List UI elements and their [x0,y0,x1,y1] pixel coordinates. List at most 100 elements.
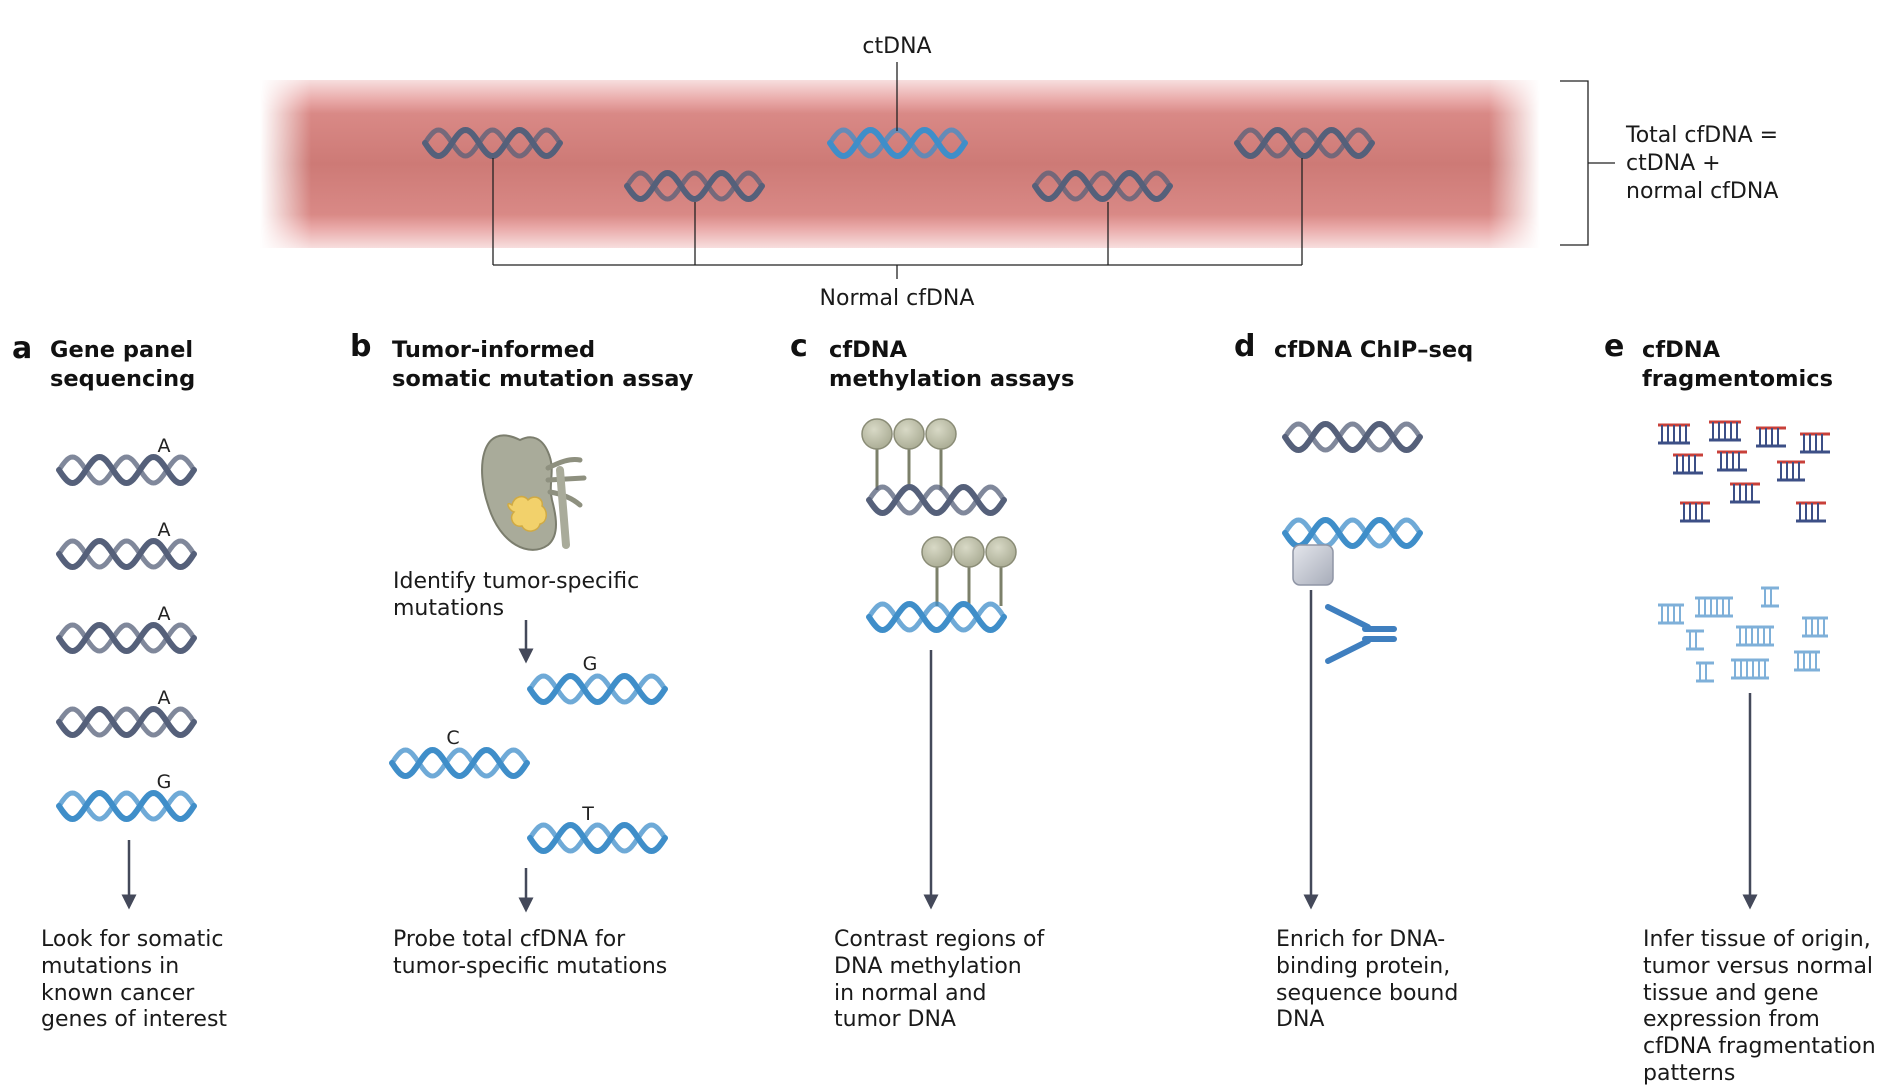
panel-d-title-1: cfDNA ChIP–seq [1274,337,1473,363]
normal-cfdna-bracket [492,158,1303,279]
panel-b-dna-g [527,672,668,706]
methyl-group-icon [985,536,1017,568]
panel-b-base-c: C [446,727,459,749]
large-fragment-8 [1730,482,1760,504]
panel-b-letter: b [350,329,371,364]
panel-a: a Gene panel sequencing A A A A G Look f… [12,331,227,1032]
panel-a-base-2: A [158,519,171,541]
large-fragment-4 [1800,432,1830,454]
panel-c-dna-list [866,483,1007,634]
small-fragment-1 [1658,603,1684,625]
panel-a-dna-5 [56,789,197,823]
panel-a-desc-1: Look for somatic [41,927,223,952]
panel-c-desc-4: tumor DNA [834,1007,956,1032]
vessel-normal-dna-3 [1032,169,1173,203]
panel-e-desc-2: tumor versus normal [1643,954,1873,979]
panel-d-normal-dna [1282,420,1423,454]
panel-a-base-5: G [157,771,172,793]
small-fragment-4 [1802,616,1828,638]
panel-c-letter: c [790,329,808,364]
panel-b-base-t: T [581,803,594,825]
panel-e-desc-3: tissue and gene [1643,981,1819,1006]
panel-b-desc-1: Probe total cfDNA for [393,927,626,952]
total-cfdna-line-3: normal cfDNA [1626,179,1778,204]
panel-e-title-1: cfDNA [1642,337,1721,363]
methyl-group-icon [893,418,925,450]
panel-a-desc-2: mutations in [41,954,179,979]
panel-b-dna-t [527,821,668,855]
panel-a-desc-3: known cancer [41,981,195,1006]
panel-a-base-1: A [158,435,171,457]
panel-a-dna-2 [56,537,197,571]
large-fragment-7 [1777,460,1805,482]
panel-b-title-1: Tumor-informed [392,337,595,363]
vessel-helices [422,126,1375,203]
kidney-tumor-icon [481,434,587,551]
panel-d-tumor-dna [1282,516,1423,550]
methylation-tumor [921,536,1017,606]
small-fragment-9 [1731,658,1769,680]
large-fragment-5 [1673,453,1703,475]
panel-e-desc-6: patterns [1643,1061,1735,1086]
small-fragment-5 [1686,629,1704,651]
panel-d-desc-4: DNA [1276,1007,1324,1032]
panel-a-base-4: A [158,687,171,709]
vessel-normal-dna-2 [624,169,765,203]
panel-a-base-3: A [158,603,171,625]
panel-d-dna-list [1282,420,1423,550]
panel-e-desc-5: cfDNA fragmentation [1643,1034,1876,1059]
small-fragment-7 [1794,650,1820,672]
panel-b-base-g: G [583,653,598,675]
panel-a-dna-1 [56,453,197,487]
panel-d-desc-2: binding protein, [1276,954,1450,979]
large-fragment-10 [1796,501,1826,523]
panel-c-desc-1: Contrast regions of [834,927,1045,952]
panel-a-dna-list [56,453,197,823]
methylation-marks [861,418,1017,606]
ctdna-label: ctDNA [862,34,931,59]
panel-a-dna-4 [56,705,197,739]
total-cfdna-bracket [1560,80,1615,246]
panel-b-dna-list [389,672,668,855]
panel-a-dna-3 [56,621,197,655]
large-fragment-6 [1717,450,1747,472]
panel-c-desc-2: DNA methylation [834,954,1022,979]
blood-vessel [260,80,1540,248]
panel-b-step-2: mutations [393,596,504,621]
panel-e-desc-4: expression from [1643,1007,1820,1032]
panel-d-desc-3: sequence bound [1276,981,1458,1006]
panel-a-desc-4: genes of interest [41,1007,227,1032]
small-fragment-6 [1736,625,1774,647]
antibody-icon [1325,604,1397,664]
panel-b-dna-c [389,746,530,780]
large-fragment-3 [1756,426,1786,448]
panel-a-title-2: sequencing [50,366,195,392]
panel-a-title-1: Gene panel [50,337,193,363]
panel-b-desc-2: tumor-specific mutations [393,954,667,979]
methylation-normal [861,418,957,490]
small-fragment-2 [1695,596,1733,618]
panel-c-normal-dna [866,483,1007,517]
large-fragment-2 [1709,420,1741,442]
vessel-normal-dna-4 [1234,126,1375,160]
small-fragment-3 [1761,586,1779,608]
panel-e-title-2: fragmentomics [1642,366,1833,392]
small-fragment-8 [1696,661,1714,683]
large-fragment-9 [1680,501,1710,523]
methyl-group-icon [921,536,953,568]
total-cfdna-line-2: ctDNA + [1626,151,1721,176]
methyl-group-icon [861,418,893,450]
panel-c-title-1: cfDNA [829,337,908,363]
dna-binding-protein [1292,544,1334,586]
panel-b-step-1: Identify tumor-specific [393,569,639,594]
normal-cfdna-label: Normal cfDNA [820,286,975,311]
panel-e-letter: e [1604,329,1624,364]
panel-c-tumor-dna [866,600,1007,634]
methyl-group-icon [953,536,985,568]
panel-e: e cfDNA fragmentomics Infer tissue of or… [1604,329,1876,1086]
panel-a-letter: a [12,331,32,366]
panel-c-title-2: methylation assays [829,366,1074,392]
panel-b-title-2: somatic mutation assay [392,366,694,392]
vessel-normal-dna-1 [422,126,563,160]
